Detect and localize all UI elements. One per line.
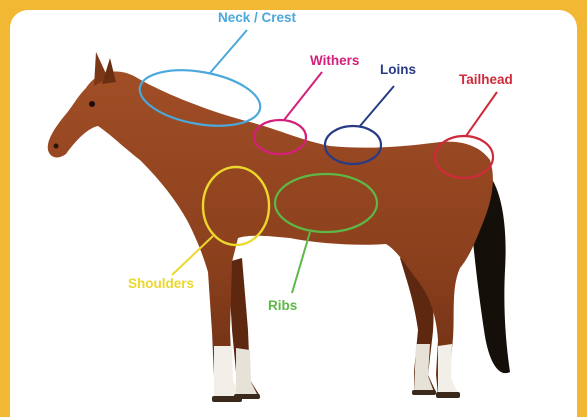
horse-hoof-far <box>234 394 260 399</box>
neck-crest-pointer <box>210 30 247 73</box>
loins-pointer <box>360 86 394 126</box>
horse-eye <box>89 101 95 107</box>
loins-label: Loins <box>380 62 416 77</box>
horse-sock-hind-far <box>414 344 434 392</box>
withers-pointer <box>284 72 322 120</box>
diagram-frame: Neck / Crest Withers Loins Tailhead Shou… <box>10 10 577 417</box>
ribs-pointer <box>292 232 310 293</box>
ribs-label: Ribs <box>268 298 297 313</box>
withers-label: Withers <box>310 53 359 68</box>
horse-hoof-hind <box>436 392 460 398</box>
horse-illustration <box>48 52 510 402</box>
shoulders-label: Shoulders <box>128 276 194 291</box>
tailhead-pointer <box>466 92 497 136</box>
tailhead-label: Tailhead <box>459 72 513 87</box>
neck-crest-label: Neck / Crest <box>218 10 297 25</box>
horse-nostril <box>54 144 59 149</box>
horse-sock-hind <box>438 344 458 396</box>
horse-hoof-hind-far <box>412 390 436 395</box>
horse-body-diagram: Neck / Crest Withers Loins Tailhead Shou… <box>10 10 577 417</box>
